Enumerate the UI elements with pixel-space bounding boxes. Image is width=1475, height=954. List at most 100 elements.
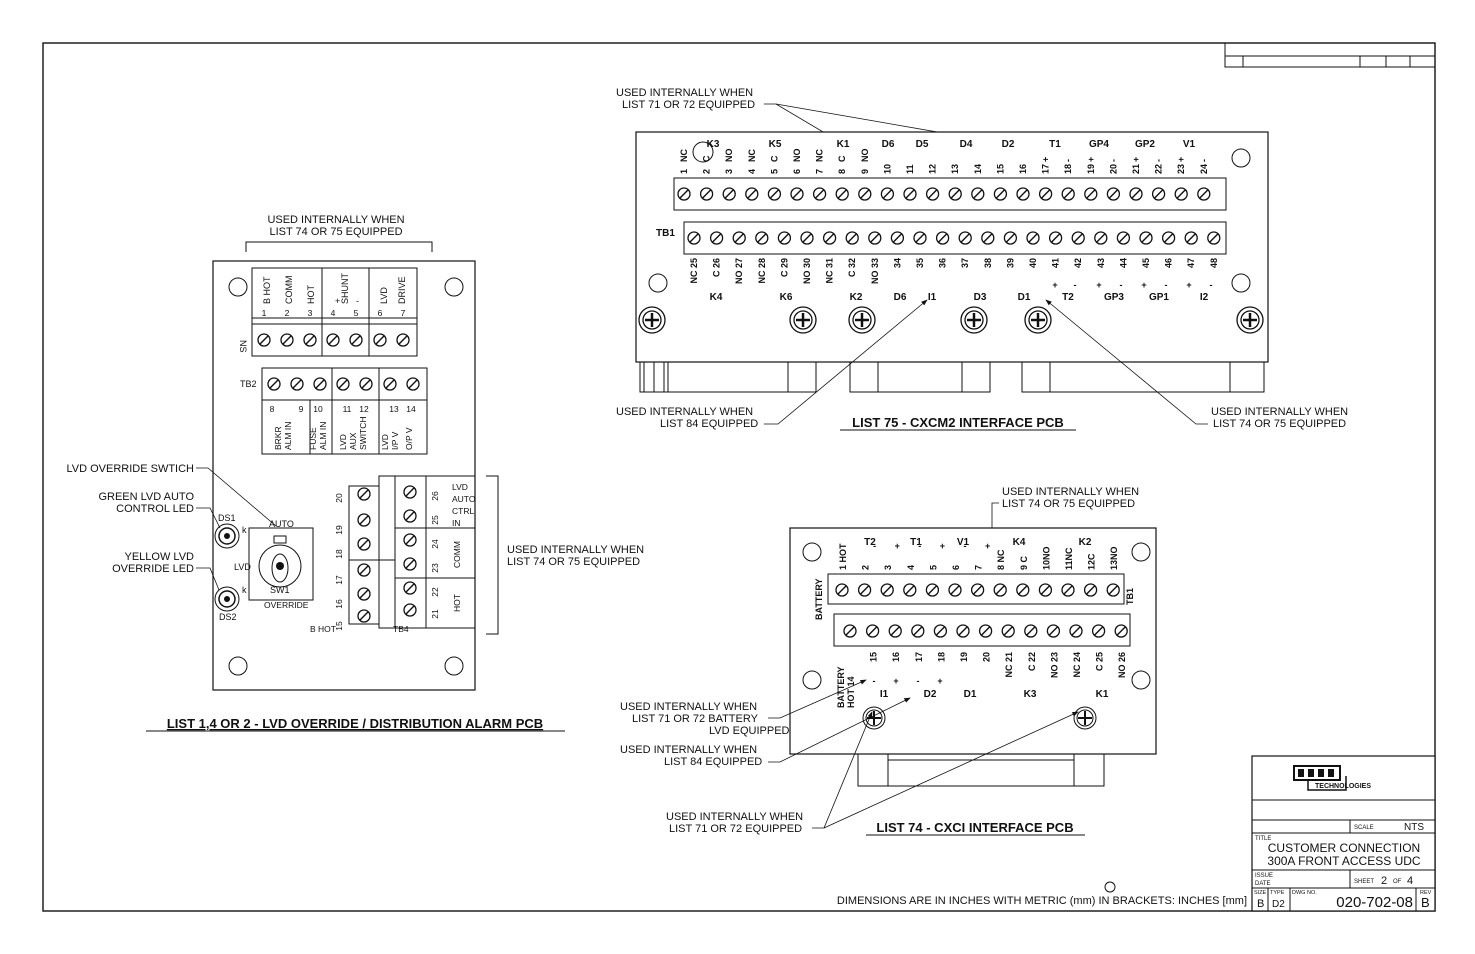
cxcm2-top-sig: C (837, 155, 847, 162)
callout-green-1: GREEN LVD AUTO (98, 491, 194, 503)
switch-auto-label: AUTO (269, 519, 294, 529)
ns-label: NS (238, 340, 248, 353)
cxcm2-top-num: 13 (950, 164, 960, 174)
lvd-bot-ipv: I/P V (390, 431, 400, 450)
mounting-screw (960, 306, 988, 334)
terminal-screw (403, 603, 417, 617)
terminal-screw (956, 624, 970, 638)
terminal-screw (1046, 624, 1061, 638)
shunt-plus: + (335, 296, 340, 306)
terminal-screw (1116, 231, 1131, 245)
cxci-bot-num: NC 24 (1072, 652, 1082, 678)
terminal-screw (1207, 231, 1221, 245)
terminal-screw (1091, 624, 1106, 638)
terminal-screw (1026, 231, 1040, 245)
terminal-screw (835, 187, 849, 201)
terminal-screw (336, 377, 350, 391)
terminal-screw (303, 333, 317, 347)
cxci-group-label: K2 (1079, 537, 1092, 548)
cxcm2-bot-num: 47 (1186, 258, 1196, 268)
cxci-group-label: T2 (864, 537, 876, 548)
cxcm2-group-label: D5 (916, 139, 929, 150)
cxcm2-top-sig: - (1063, 159, 1073, 162)
terminal-screw (1094, 231, 1108, 245)
led-ds2 (214, 586, 240, 612)
terminal-screw (745, 187, 759, 201)
terminal-screw (890, 231, 905, 245)
cxcm2-group-label: T1 (1049, 139, 1061, 150)
terminal-screw (357, 563, 371, 577)
lvd-top-num: 1 (262, 308, 267, 318)
tb4-num: 15 (334, 621, 344, 631)
terminal-screw (812, 187, 827, 201)
note-b84-line1: USED INTERNALLY WHEN (620, 744, 757, 756)
terminal-screw (835, 583, 849, 597)
mount-hole (802, 670, 822, 690)
cxci-bot-num: C 25 (1095, 652, 1105, 671)
terminal-screw (403, 581, 417, 595)
cxcm2-top-num: 16 (1018, 164, 1028, 174)
terminal-screw (1174, 187, 1188, 201)
terminal-screw (396, 333, 410, 347)
cxcm2-top-sig: NC (815, 149, 825, 162)
cxci-top-num: 12C (1087, 553, 1097, 570)
mounting-screw (848, 306, 876, 334)
cxci-bot-group: D1 (964, 689, 977, 700)
cxcm2-top-num: 18 (1063, 164, 1073, 174)
lvd-top-num: 7 (401, 308, 406, 318)
tb4-num: 26 (430, 491, 440, 501)
cxcm2-top-sig: C (769, 155, 779, 162)
tb4-num: 16 (334, 599, 344, 609)
cxcm2-bot-num: 43 (1096, 258, 1106, 268)
cxci-top-num: 10NO (1041, 546, 1051, 570)
cxci-bot-sign: + (893, 676, 898, 686)
lvd-bot-num: 11 (343, 404, 352, 414)
lvd-top-num: 4 (331, 308, 336, 318)
cxci-bot-num: NC 21 (1004, 652, 1014, 678)
cxcm2-bot-group: I2 (1200, 292, 1209, 303)
note-tl-line2: LIST 74 OR 75 EQUIPPED (269, 226, 402, 238)
sw1-label: SW1 (270, 585, 290, 595)
note-cxci-line1: USED INTERNALLY WHEN (1002, 486, 1139, 498)
terminal-screw (948, 583, 962, 597)
tb4-in: IN (452, 518, 461, 528)
cxcm2-bot-group: D1 (1018, 292, 1031, 303)
terminal-screw (767, 187, 782, 201)
size-label: SIZE (1254, 890, 1267, 896)
terminal-screw (843, 624, 857, 638)
terminal-screw (403, 533, 417, 547)
terminal-screw (845, 231, 859, 245)
cxcm2-pcb: USED INTERNALLY WHEN LIST 71 OR 72 EQUIP… (616, 87, 1348, 431)
terminal-screw (357, 587, 371, 601)
cxci-top-num: 7 (974, 565, 984, 570)
cxcm2-bot-group: D6 (894, 292, 907, 303)
title-line2: 300A FRONT ACCESS UDC (1267, 854, 1420, 868)
mount-hole (444, 656, 464, 676)
mounting-screw (1024, 306, 1052, 334)
lvd-bot-num: 13 (389, 404, 399, 414)
revision-block (1224, 42, 1436, 68)
ds1-k-label: k (242, 525, 247, 535)
lvd-top-num: 5 (354, 308, 359, 318)
dwg-label: DWG NO. (1292, 890, 1317, 896)
dwg-number: 020-702-08 (1336, 894, 1413, 911)
terminal-screw (935, 231, 950, 245)
shunt-minus: - (356, 296, 359, 306)
terminal-screw (888, 624, 902, 638)
tb4-bhot: B HOT (310, 624, 336, 634)
terminal-screw (687, 231, 701, 245)
terminal-screw (903, 583, 917, 597)
terminal-screw (903, 187, 917, 201)
rev-label: REV (1420, 890, 1432, 896)
terminal-screw (1038, 187, 1053, 201)
terminal-screw (722, 187, 736, 201)
cxcm2-bot-group: K2 (850, 292, 863, 303)
terminal-screw (709, 231, 724, 245)
cxcm2-top-sig: NO (724, 149, 734, 163)
tb4-num: 20 (334, 493, 344, 503)
cxci-bot-num: 19 (959, 652, 969, 662)
cxcm2-bot-num: C 26 (712, 258, 722, 277)
terminal-screw (1197, 187, 1211, 201)
terminal-screw (280, 333, 294, 347)
terminal-screw (1139, 231, 1153, 245)
